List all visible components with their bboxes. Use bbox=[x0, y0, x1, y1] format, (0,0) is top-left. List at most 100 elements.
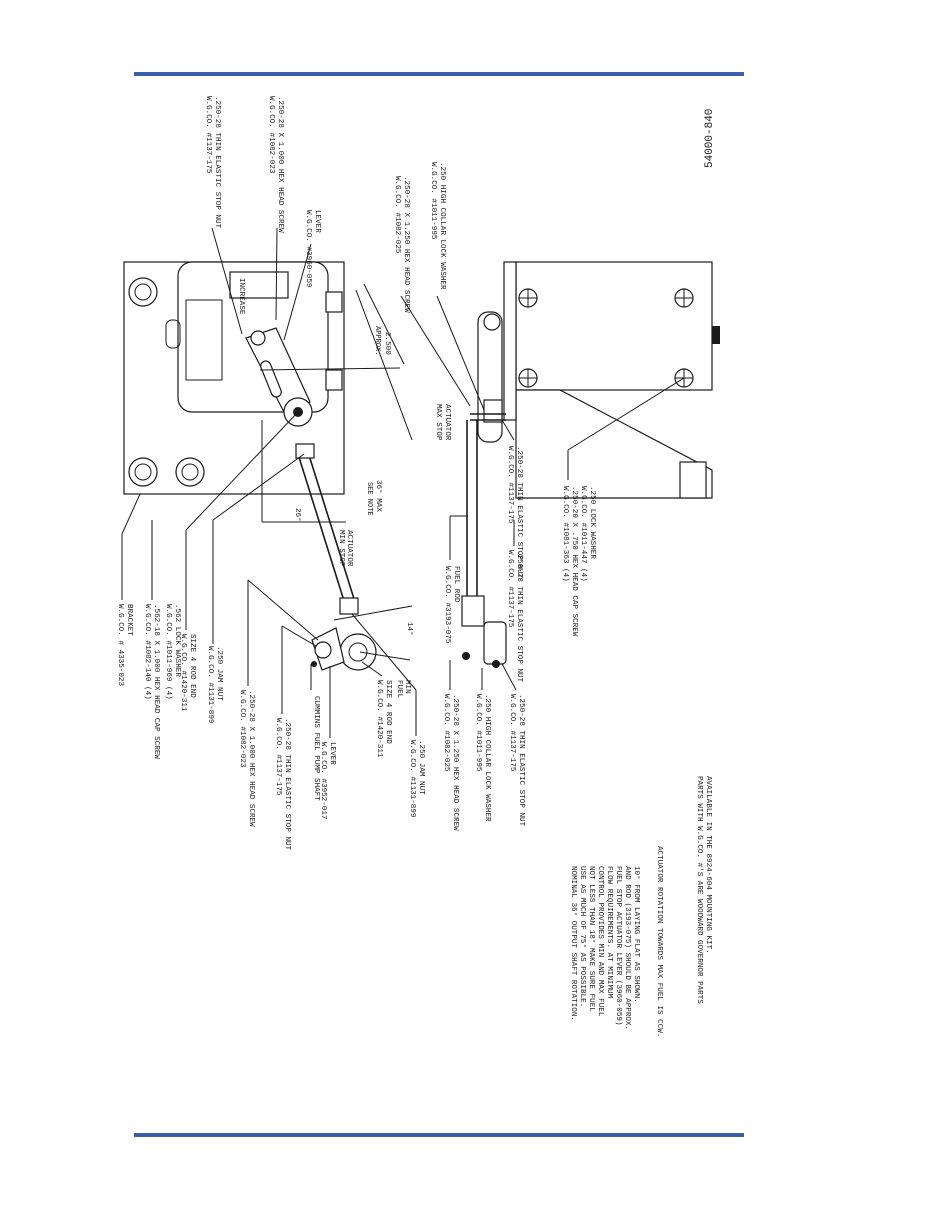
actuator-slot bbox=[165, 319, 181, 349]
side-bolt-1 bbox=[518, 288, 538, 308]
svg-text:W.G.CO. #1082-140 (4): W.G.CO. #1082-140 (4) bbox=[143, 604, 151, 700]
svg-text:W.G.CO. #1011-447 (4): W.G.CO. #1011-447 (4) bbox=[579, 486, 587, 582]
svg-text:W.G.CO. #1137-175: W.G.CO. #1137-175 bbox=[506, 446, 514, 524]
side-bolt-2 bbox=[518, 368, 538, 388]
parts-note: PARTS WITH W.G.CO. #'S ARE WOODWARD GOVE… bbox=[695, 776, 712, 1004]
svg-text:.250-28 THIN ELASTIC STOP NUT: .250-28 THIN ELASTIC STOP NUT bbox=[213, 96, 221, 229]
svg-text:W.G.CO. #3952-017: W.G.CO. #3952-017 bbox=[319, 742, 327, 819]
svg-text:SIZE 4 ROD END: SIZE 4 ROD END bbox=[384, 680, 392, 744]
svg-text:AVAILABLE IN THE 8924-604 MOUN: AVAILABLE IN THE 8924-604 MOUNTING KIT. bbox=[704, 776, 712, 954]
svg-text:.250 LOCK WASHER: .250 LOCK WASHER bbox=[588, 486, 596, 559]
side-hex-stack bbox=[679, 461, 707, 499]
svg-text:.250 JAM NUT: .250 JAM NUT bbox=[417, 740, 425, 795]
side-callout-hex-screw: .250-28 X 1.250 HEX HEAD SCREW W.G.CO. #… bbox=[393, 176, 471, 407]
svg-text:.250-28 THIN ELASTIC STOP NUT: .250-28 THIN ELASTIC STOP NUT bbox=[515, 446, 523, 579]
svg-text:W.G.CO. #1082-025: W.G.CO. #1082-025 bbox=[393, 176, 401, 254]
callout-hex-screw-mid: .250-28 X 1.000 HEX HEAD SCREW W.G.CO. #… bbox=[238, 579, 319, 827]
side-bolt-3 bbox=[674, 288, 694, 308]
svg-text:CUMMINS FUEL PUMP SHAFT: CUMMINS FUEL PUMP SHAFT bbox=[312, 696, 320, 801]
actuator-window bbox=[185, 299, 223, 381]
bracket-bolt-3 bbox=[175, 457, 205, 487]
svg-text:SIZE 4 ROD END: SIZE 4 ROD END bbox=[188, 634, 196, 698]
callout-cap-screw: .562-18 X 1.000 HEX HEAD CAP SCREW W.G.C… bbox=[143, 520, 181, 759]
svg-text:W.G.CO. #1420-311: W.G.CO. #1420-311 bbox=[375, 680, 383, 758]
svg-text:LEVER: LEVER bbox=[328, 742, 336, 765]
note-line-4: CONTROL PROVIDES MIN AND MAX FUEL bbox=[596, 866, 604, 1017]
svg-text:LEVER: LEVER bbox=[313, 210, 321, 233]
min-fuel-label: MIN bbox=[403, 680, 411, 694]
increase-label: INCREASE bbox=[237, 278, 245, 315]
pump-lever-hub bbox=[339, 633, 377, 671]
fuel-rod-callout: FUEL ROD W.G.CO. #3193-075 bbox=[443, 515, 468, 644]
callout-hex-screw-fuel: .250-28 X 1.250 HEX HEAD SCREW W.G.CO. #… bbox=[442, 660, 459, 831]
callout-rod-end-top: SIZE 4 ROD END W.G.CO. #1420-311 bbox=[179, 411, 299, 712]
increase-plate bbox=[229, 271, 289, 299]
svg-text:W.G.CO. #1137-175: W.G.CO. #1137-175 bbox=[204, 96, 212, 174]
side-base bbox=[515, 389, 713, 499]
callout-lock-washer-fuel: .250 HIGH COLLAR LOCK WASHER W.G.CO. #10… bbox=[474, 668, 491, 822]
svg-text:.250-28 THIN ELASTIC STOP NUT: .250-28 THIN ELASTIC STOP NUT bbox=[517, 694, 525, 827]
svg-text:W.G.CO. #1137-175: W.G.CO. #1137-175 bbox=[506, 550, 514, 628]
svg-text:.250-28 X 1.250 HEX HEAD SCREW: .250-28 X 1.250 HEX HEAD SCREW bbox=[451, 694, 459, 831]
clamp-bolt-bottom bbox=[325, 369, 343, 391]
notes-block: NOMINAL 36° OUTPUT SHAFT ROTATION. USE A… bbox=[569, 866, 641, 1030]
side-bracket bbox=[515, 261, 713, 391]
svg-text:.250-28 X 1.000 HEX HEAD SCREW: .250-28 X 1.000 HEX HEAD SCREW bbox=[276, 96, 284, 233]
note-line-7: AND ROD (3193-075) SHOULD BE APPROX. bbox=[623, 866, 631, 1030]
dim-angle-14: 14° bbox=[405, 622, 414, 636]
callout-jam-nut-top: .250 JAM NUT W.G.CO. #1131-899 bbox=[206, 453, 305, 724]
svg-text:.250-28 X 1.250 HEX HEAD SCREW: .250-28 X 1.250 HEX HEAD SCREW bbox=[402, 176, 410, 313]
svg-text:W.G.CO. # 4335-023: W.G.CO. # 4335-023 bbox=[116, 604, 124, 686]
top-callout-stop-nut: .250-28 THIN ELASTIC STOP NUT W.G.CO. #1… bbox=[204, 96, 243, 335]
callout-bracket: BRACKET W.G.CO. # 4335-023 bbox=[116, 493, 141, 686]
svg-text:W.G.CO. #1082-025: W.G.CO. #1082-025 bbox=[442, 694, 450, 772]
actuator-min-label: ACTUATOR bbox=[345, 530, 353, 567]
svg-text:W.G.CO. #1011-995: W.G.CO. #1011-995 bbox=[429, 162, 437, 240]
svg-text:W.G.CO. #3960-059: W.G.CO. #3960-059 bbox=[304, 210, 312, 288]
svg-text:W.G.CO. #1137-175: W.G.CO. #1137-175 bbox=[508, 694, 516, 772]
clamp-bolt-top bbox=[325, 291, 343, 313]
top-callout-lever: LEVER W.G.CO. #3960-059 bbox=[283, 210, 321, 341]
svg-text:.250-28 THIN ELASTIC STOP NUT: .250-28 THIN ELASTIC STOP NUT bbox=[283, 718, 291, 851]
note-line-3: NOT LESS THAN 18° MAKE SURE FUEL bbox=[587, 866, 596, 1012]
actuator-max-label-2: MAX STOP bbox=[434, 404, 442, 441]
note-line-6: FUEL STOP ACTUATOR LEVER (3960-059) bbox=[614, 866, 622, 1026]
note-line-2: USE AS MUCH OF 75° AS POSSIBLE. bbox=[578, 866, 587, 1007]
note-line-8: 10° FROM LAYING FLAT AS SHOWN. bbox=[632, 866, 641, 1003]
callout-rod-end-bottom: SIZE 4 ROD END W.G.CO. #1420-311 bbox=[361, 661, 392, 758]
callout-stop-nut-mid: .250-28 THIN ELASTIC STOP NUT W.G.CO. #1… bbox=[274, 625, 317, 851]
svg-text:.250 HIGH COLLAR LOCK WASHER: .250 HIGH COLLAR LOCK WASHER bbox=[438, 162, 446, 290]
svg-text:.250 HIGH COLLAR LOCK WASHER: .250 HIGH COLLAR LOCK WASHER bbox=[483, 694, 491, 822]
dim-see-note: SEE NOTE bbox=[365, 482, 373, 516]
bottom-rule bbox=[134, 1133, 744, 1137]
callout-stop-nut-fuel: .250-28 THIN ELASTIC STOP NUT W.G.CO. #1… bbox=[499, 659, 525, 827]
svg-text:W.G.CO. #1082-023: W.G.CO. #1082-023 bbox=[238, 690, 246, 768]
svg-text:.562-18 X 1.000 HEX HEAD CAP S: .562-18 X 1.000 HEX HEAD CAP SCREW bbox=[152, 604, 160, 759]
svg-text:.250 JAM NUT: .250 JAM NUT bbox=[215, 646, 223, 701]
svg-text:W.G.CO. #3193-075: W.G.CO. #3193-075 bbox=[443, 566, 451, 644]
side-connector bbox=[712, 326, 720, 344]
mid-callout-stop-nut-1: .250-28 THIN ELASTIC STOP NUT W.G.CO. #1… bbox=[501, 419, 523, 579]
svg-text:.562 LOCK WASHER: .562 LOCK WASHER bbox=[173, 604, 181, 677]
svg-text:.250-28 THIN ELASTIC STOP NUT: .250-28 THIN ELASTIC STOP NUT bbox=[515, 550, 523, 683]
pump-lever bbox=[311, 627, 377, 671]
bracket-bolt-1 bbox=[128, 277, 158, 307]
svg-text:BRACKET: BRACKET bbox=[125, 604, 133, 636]
fuel-rod-end bbox=[461, 595, 485, 627]
svg-text:.250-20 X .750 HEX HEAD CAP SC: .250-20 X .750 HEX HEAD CAP SCREW bbox=[570, 486, 578, 637]
bracket-bolt-2 bbox=[128, 457, 158, 487]
callout-cummins-shaft: CUMMINS FUEL PUMP SHAFT bbox=[310, 664, 320, 801]
svg-text:W.G.CO. #1131-899: W.G.CO. #1131-899 bbox=[408, 740, 416, 818]
link-rod bbox=[295, 443, 359, 615]
note-line-5: FLOW REQUIREMENTS. AT MINIMUM bbox=[605, 866, 613, 999]
side-callout-lock-washer: .250 HIGH COLLAR LOCK WASHER W.G.CO. #10… bbox=[429, 162, 485, 411]
top-callout-hex-screw: .250-28 X 1.000 HEX HEAD SCREW W.G.CO. #… bbox=[267, 96, 284, 321]
rod-end-bottom bbox=[339, 597, 359, 615]
side-lever-nut bbox=[483, 399, 503, 423]
min-fuel-label-2: FUEL bbox=[395, 680, 403, 699]
svg-text:W.G.CO. #1137-175: W.G.CO. #1137-175 bbox=[274, 718, 282, 796]
dim-approx: 2.500 bbox=[383, 332, 391, 355]
pump-shaft-nut bbox=[314, 641, 332, 659]
rotation-note: ACTUATOR ROTATION TOWARDS MAX FUEL IS CC… bbox=[655, 846, 663, 1037]
